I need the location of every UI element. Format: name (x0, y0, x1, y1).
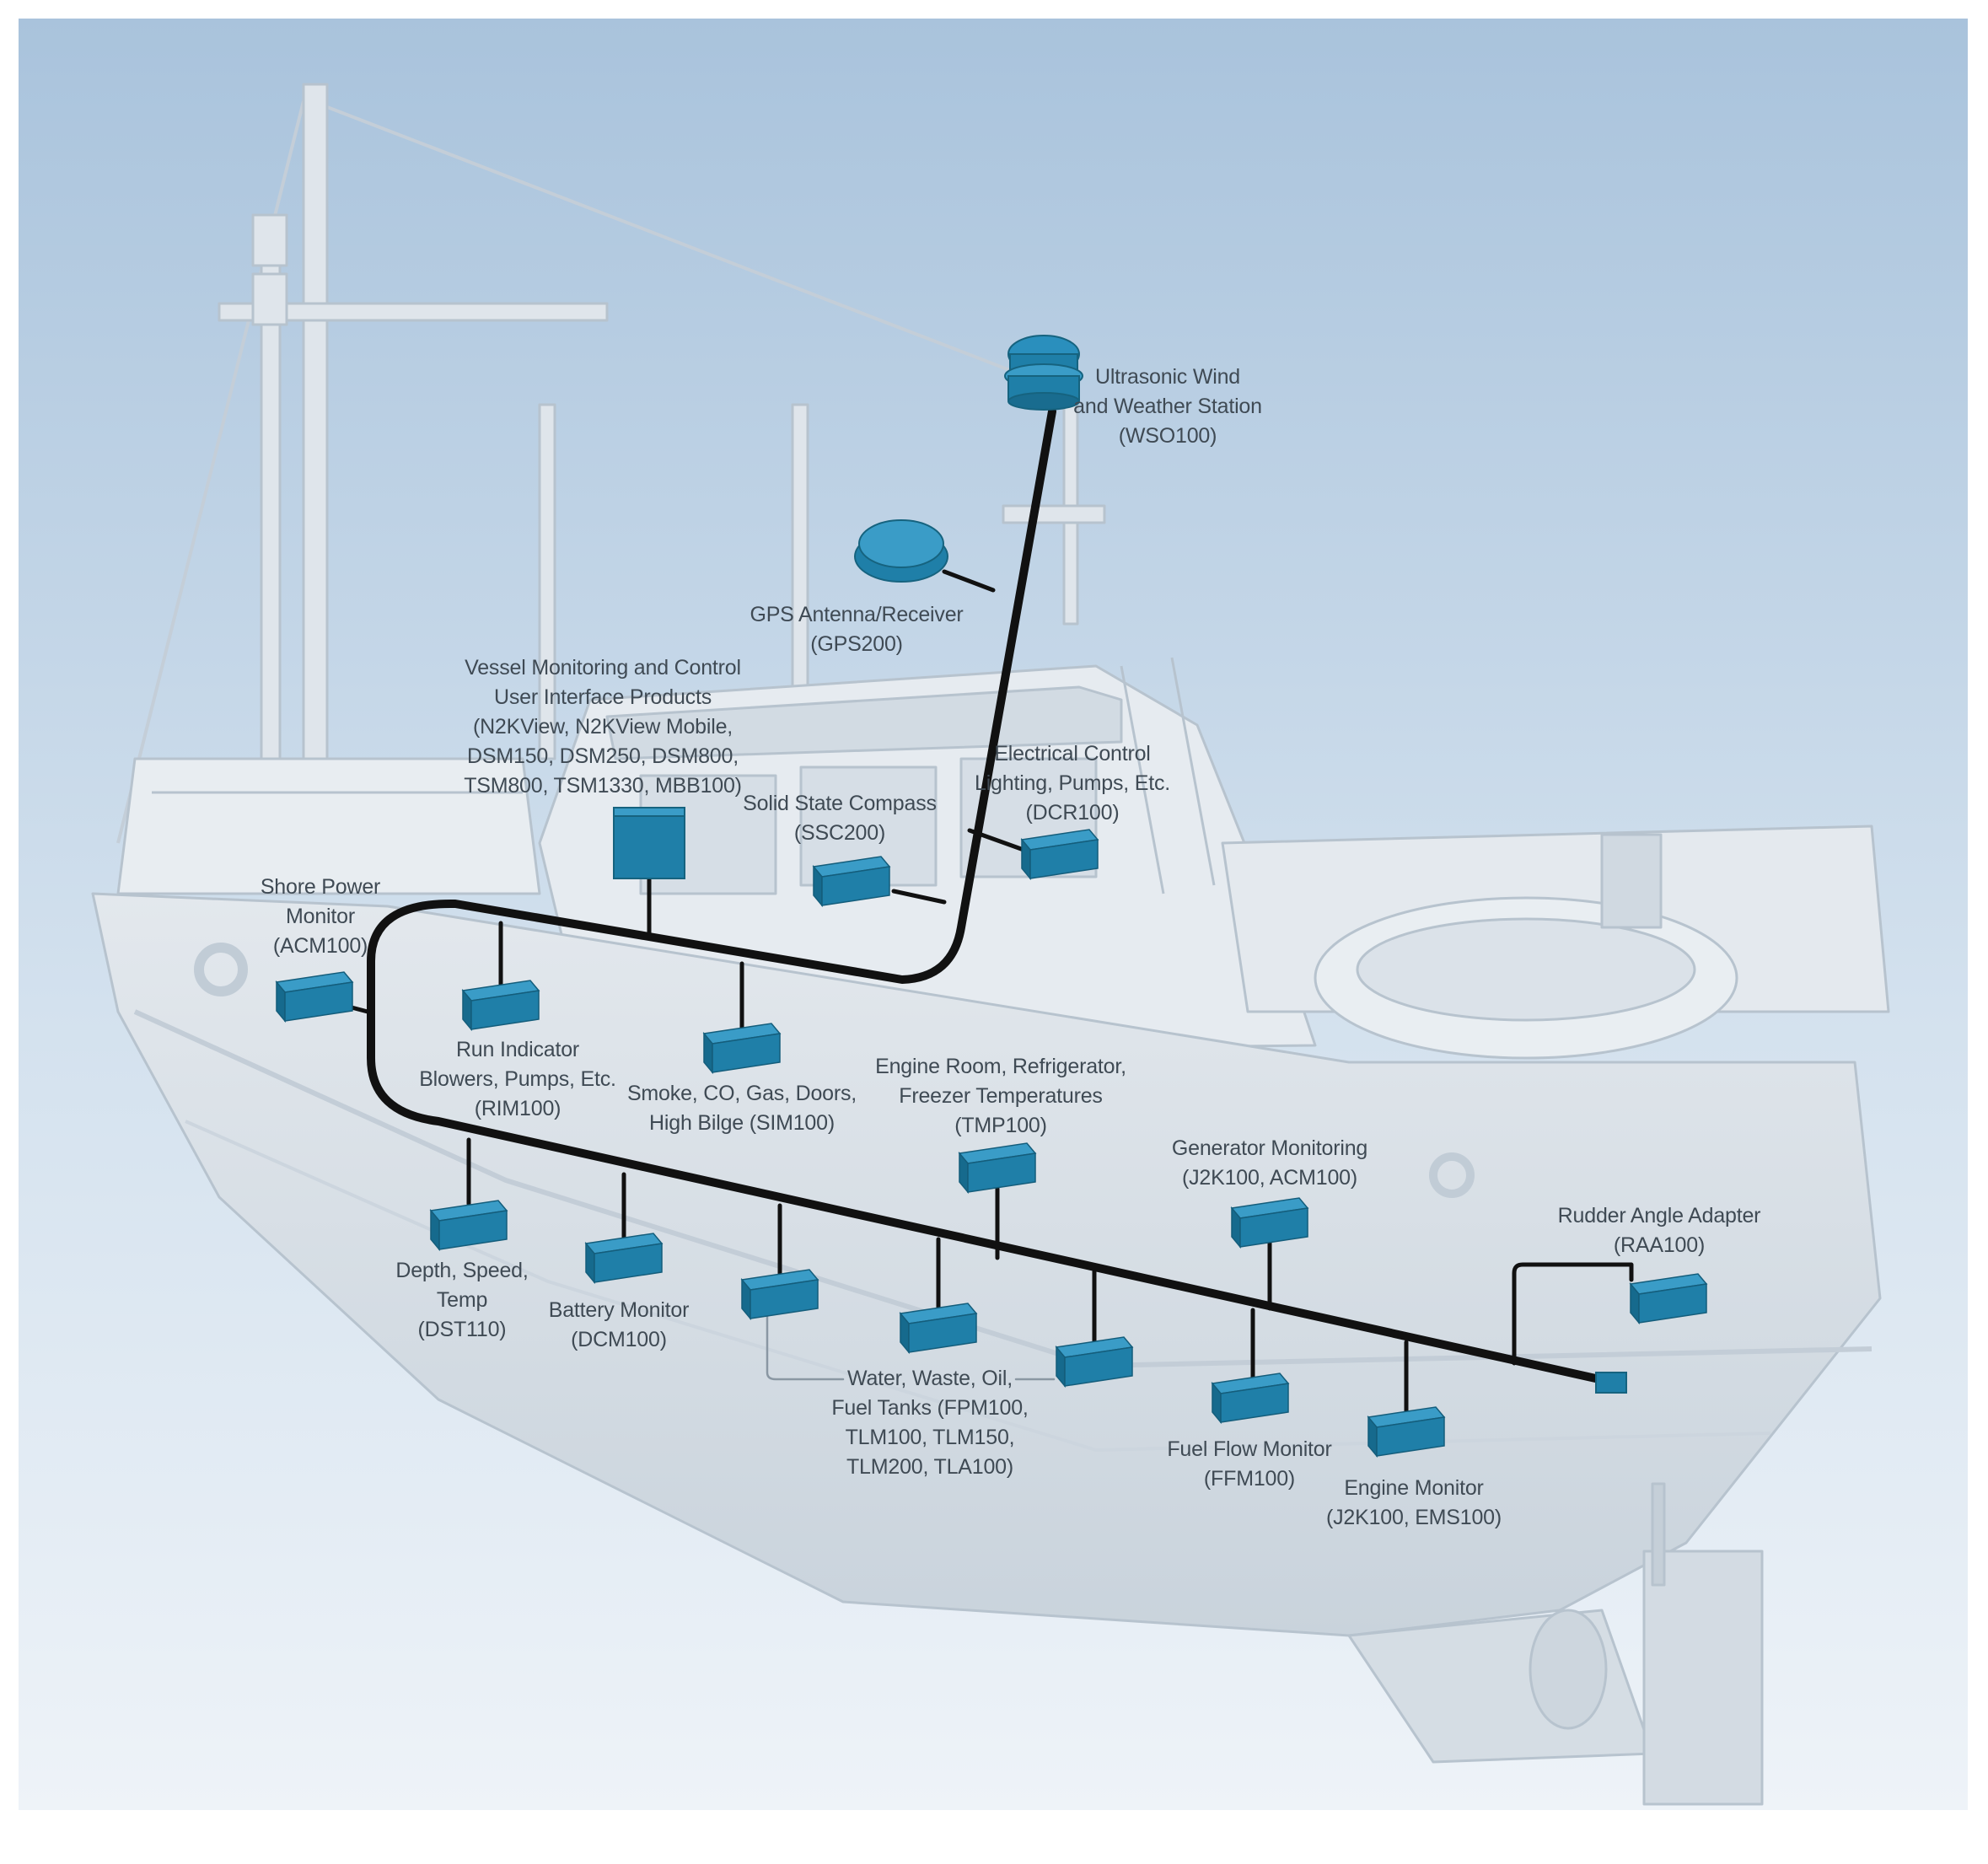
label-engine-room: Engine Room, Refrigerator, Freezer Tempe… (875, 1055, 1126, 1137)
hull (91, 892, 1882, 1637)
smoke-box (702, 1023, 782, 1075)
shore-power-box (275, 971, 354, 1023)
label-generator: Generator Monitoring (J2K100, ACM100) (1171, 1136, 1368, 1190)
tank-box-1 (740, 1269, 819, 1321)
generator-box (1230, 1197, 1309, 1249)
drop-electrical (967, 828, 1026, 852)
label-battery-monitor: Battery Monitor (DCM100) (548, 1298, 690, 1351)
tank-box-2 (899, 1303, 978, 1355)
label-depth-speed: Depth, Speed, Temp (DST110) (395, 1259, 529, 1341)
label-vessel-monitoring: Vessel Monitoring and Control User Inter… (464, 656, 742, 798)
rudder-box (1629, 1273, 1708, 1325)
engine-room-box (958, 1142, 1037, 1195)
tank-box-3 (1055, 1336, 1134, 1389)
label-shore-power: Shore Power Monitor (ACM100) (260, 875, 381, 958)
drop-rudder (1512, 1262, 1634, 1366)
gps-antenna-device (854, 519, 948, 583)
network-backbone (333, 407, 1634, 1415)
label-tanks: Water, Waste, Oil, Fuel Tanks (FPM100, T… (831, 1367, 1029, 1479)
fuel-flow-box (1211, 1372, 1290, 1425)
devices (613, 335, 1083, 879)
label-engine-monitor: Engine Monitor (J2K100, EMS100) (1325, 1476, 1502, 1529)
electrical-box (1020, 829, 1099, 881)
drop-compass (891, 889, 947, 905)
weather-station-device (1004, 335, 1083, 411)
label-fuel-flow: Fuel Flow Monitor (FFM100) (1167, 1437, 1332, 1491)
vessel-ui-device (613, 807, 685, 879)
label-compass: Solid State Compass (SSC200) (743, 792, 937, 845)
ship-silhouette (91, 83, 1890, 1806)
run-indicator-box (461, 980, 540, 1032)
label-gps: GPS Antenna/Receiver (GPS200) (750, 603, 964, 656)
label-electrical-control: Electrical Control Lighting, Pumps, Etc.… (974, 742, 1171, 825)
depth-box (429, 1200, 508, 1252)
label-smoke-gas: Smoke, CO, Gas, Doors, High Bilge (SIM10… (626, 1082, 857, 1135)
backbone-cable (367, 407, 1619, 1387)
label-rudder-angle: Rudder Angle Adapter (RAA100) (1557, 1204, 1761, 1257)
rudder-sensor (1595, 1372, 1627, 1394)
drop-gps (942, 569, 996, 593)
battery-box (584, 1233, 664, 1285)
label-run-indicator: Run Indicator Blowers, Pumps, Etc. (RIM1… (419, 1038, 616, 1120)
compass-box (812, 856, 891, 908)
engine-monitor-box (1367, 1406, 1446, 1458)
device-boxes (275, 829, 1708, 1458)
label-weather-station: Ultrasonic Wind and Weather Station (WSO… (1073, 365, 1262, 448)
